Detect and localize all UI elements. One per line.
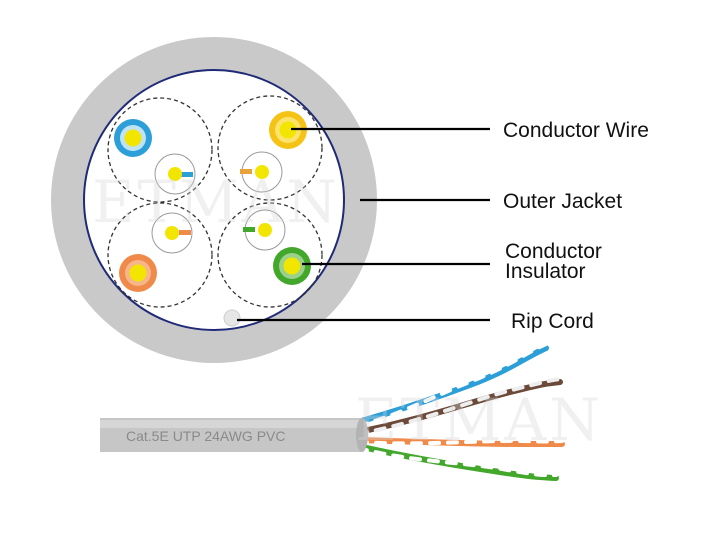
- rip-cord: [223, 309, 241, 327]
- label-outer-jacket: Outer Jacket: [503, 190, 622, 213]
- twisted-wires: [355, 342, 565, 481]
- wire-orange-white: [356, 438, 564, 446]
- wire-brown-white: [356, 377, 562, 436]
- watermark-side-view: ETMAN: [355, 386, 603, 454]
- blue-conductor: [124, 129, 142, 147]
- pair-outline-yellow: [217, 95, 323, 201]
- green-white-conductor: [258, 223, 272, 237]
- blue-pair: [114, 119, 196, 195]
- pair-outline-green: [217, 202, 323, 308]
- leader-lines: [237, 127, 490, 322]
- pair-outline-blue: [107, 97, 213, 203]
- green-conductor: [283, 257, 301, 275]
- cable-jacket-end: [356, 418, 368, 452]
- wire-green-white: [356, 446, 558, 478]
- wire-blue: [355, 345, 549, 425]
- blue-white-conductor: [168, 167, 182, 181]
- label-rip-cord: Rip Cord: [511, 310, 594, 333]
- cable-print-text: Cat.5E UTP 24AWG PVC: [126, 428, 286, 444]
- cable-cross-section: ETMAN: [51, 37, 377, 363]
- wire-blue-white: [356, 342, 548, 428]
- label-conductor-insulator-line1: Conductor: [505, 240, 602, 263]
- cable-jacket-highlight: [100, 420, 362, 428]
- yellow-conductor: [279, 121, 297, 139]
- blue-stripe: [181, 172, 193, 177]
- brown-white-conductor: [255, 165, 269, 179]
- orange-stripe: [179, 230, 191, 235]
- brown-pair: [240, 111, 307, 193]
- label-conductor-wire: Conductor Wire: [503, 119, 649, 142]
- brown-stripe: [240, 169, 252, 174]
- watermark-cross-section: ETMAN: [92, 168, 340, 236]
- pair-outline-orange: [107, 202, 213, 308]
- labels: Conductor Wire Outer Jacket Conductor In…: [503, 119, 649, 333]
- orange-conductor: [129, 264, 147, 282]
- green-pair: [243, 209, 311, 285]
- label-conductor-insulator-line2: Insulator: [505, 260, 586, 283]
- green-stripe: [243, 227, 255, 232]
- orange-white-conductor: [165, 226, 179, 240]
- orange-pair: [119, 212, 193, 292]
- cable-side-view: Cat.5E UTP 24AWG PVC ETMAN: [100, 342, 603, 481]
